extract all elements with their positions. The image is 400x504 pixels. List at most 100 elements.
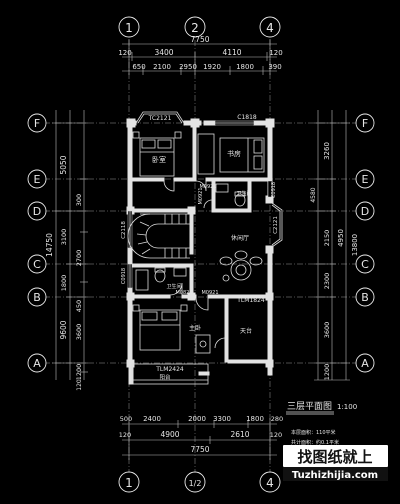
windows: [127, 111, 283, 289]
drawing-title: 三层平面图: [287, 401, 332, 412]
dim-bottom-r1-b: 2400: [143, 415, 161, 423]
code-c0918-right: C0918: [271, 182, 277, 198]
drawing-scale: 1:100: [337, 403, 357, 411]
dim-top-r2-b: 2100: [153, 63, 171, 71]
svg-text:1: 1: [125, 476, 133, 490]
dim-right-outer-b: 4950: [337, 229, 345, 247]
dim-top-r2-c: 2950: [179, 63, 197, 71]
axis-bubble-right-C: C: [355, 254, 375, 274]
svg-text:4: 4: [266, 21, 274, 35]
dim-right-outer-c: 13800: [351, 234, 359, 256]
dim-top-r1-c: 4110: [222, 48, 241, 57]
dim-left-inner-e: 450: [75, 300, 83, 312]
label-leisure-hall: 休闲厅: [231, 234, 249, 242]
axis-bubble-bottom-1: 1: [118, 471, 140, 493]
dim-bottom-r1-d: 3300: [213, 415, 231, 423]
svg-text:C: C: [361, 258, 369, 271]
dim-bottom-r2-d: 120: [270, 431, 282, 439]
svg-text:4: 4: [266, 476, 274, 490]
svg-text:B: B: [33, 291, 41, 304]
dim-top-r2-e: 1800: [236, 63, 254, 71]
dim-top-r1-d: 120: [269, 49, 282, 57]
right-dimension-lines: [314, 110, 350, 381]
dim-right-inner-e: 1200: [323, 364, 331, 381]
doors: [163, 180, 226, 349]
note-total-area: 共计面积：约0.1平米: [291, 439, 339, 446]
dim-bottom-r1-f: 280: [271, 415, 283, 423]
svg-text:Tuzhizhijia.com: Tuzhizhijia.com: [292, 470, 378, 481]
dim-left-inner-a: 300: [75, 194, 83, 206]
svg-text:找图纸就上: 找图纸就上: [297, 448, 372, 466]
label-bedroom: 卧室: [152, 155, 166, 164]
svg-text:D: D: [33, 205, 41, 218]
dim-top-r2-a: 650: [132, 63, 145, 71]
top-dimension-lines: [122, 39, 277, 75]
code-m0921-lower: M0921: [201, 290, 218, 296]
dim-left-inner-f: 3600: [75, 324, 83, 341]
dim-bottom-r2-a: 120: [119, 431, 131, 439]
walls: [126, 118, 275, 385]
axis-bubble-left-B: B: [27, 287, 47, 307]
axis-bubble-bottom-4: 4: [259, 471, 281, 493]
label-terrace: 天台: [240, 327, 252, 335]
code-m0921-upper: M0921: [199, 184, 216, 190]
dim-left-outer-b: 14750: [45, 233, 54, 257]
axis-bubble-right-E: E: [355, 169, 375, 189]
dim-top-r1-a: 120: [118, 49, 131, 57]
label-balcony: 阳台: [159, 373, 171, 381]
code-c0918-left: C0918: [121, 268, 127, 284]
dim-right-inner-c: 2300: [323, 273, 331, 290]
axis-bubble-right-B: B: [355, 287, 375, 307]
dim-right-outer-a: 3260: [323, 142, 331, 160]
dim-bottom-total: 7750: [190, 445, 209, 454]
dim-bottom-r2-b: 4900: [160, 430, 179, 439]
label-master-bedroom: 主卧: [189, 324, 201, 332]
svg-text:F: F: [362, 117, 368, 130]
left-dimension-lines: [52, 110, 88, 380]
dim-right-inner-b: 2150: [323, 230, 331, 247]
svg-text:A: A: [361, 357, 369, 370]
axis-bubble-left-F: F: [27, 113, 47, 133]
axis-bubble-left-E: E: [27, 169, 47, 189]
code-c1818: C1818: [237, 114, 257, 121]
svg-text:E: E: [34, 173, 41, 186]
staircase: [127, 213, 190, 259]
code-m0821: M0821: [175, 290, 192, 296]
dim-bottom-r2-c: 2610: [230, 430, 249, 439]
label-bathroom-lower: 卫生间: [166, 283, 181, 290]
dim-left-inner-g: 1200: [75, 364, 83, 381]
svg-text:D: D: [361, 205, 369, 218]
dim-bottom-r1-e: 1800: [246, 415, 264, 423]
svg-text:1: 1: [125, 21, 133, 35]
bottom-dimension-lines: [122, 418, 277, 460]
dim-top-r2-f: 390: [268, 63, 281, 71]
code-tc2121: TC2121: [148, 115, 172, 122]
furniture: [131, 131, 265, 385]
watermark: 找图纸就上 Tuzhizhijia.com: [283, 445, 388, 481]
svg-text:1/2: 1/2: [189, 479, 202, 488]
svg-text:F: F: [34, 117, 40, 130]
svg-text:A: A: [33, 357, 41, 370]
axis-bubble-right-F: F: [355, 113, 375, 133]
svg-text:C: C: [33, 258, 41, 271]
dim-bottom-r1-a: 500: [120, 415, 132, 423]
axis-bubble-right-A: A: [355, 353, 375, 373]
label-study: 书房: [227, 149, 241, 158]
axis-bubble-left-A: A: [27, 353, 47, 373]
dim-left-inner-b: 3100: [60, 229, 68, 246]
axis-bubble-top-1: 1: [118, 16, 140, 38]
code-m0921-vert: M0921: [198, 187, 204, 204]
code-tlm1824: TLM1824: [236, 297, 265, 304]
svg-text:2: 2: [191, 21, 199, 35]
dim-bottom-r1-c: 2000: [188, 415, 206, 423]
dim-left-inner-h: 120: [76, 379, 83, 391]
dim-top-r1-b: 3400: [154, 48, 173, 57]
dim-top-total: 7750: [190, 35, 209, 44]
axis-bubble-bottom-1-2: 1/2: [184, 471, 206, 493]
axis-bubble-left-C: C: [27, 254, 47, 274]
dim-left-outer-a: 5050: [59, 155, 68, 174]
dim-top-r2-d: 1920: [203, 63, 221, 71]
label-bathroom-upper: 卫生间: [236, 190, 251, 197]
svg-text:B: B: [361, 291, 369, 304]
